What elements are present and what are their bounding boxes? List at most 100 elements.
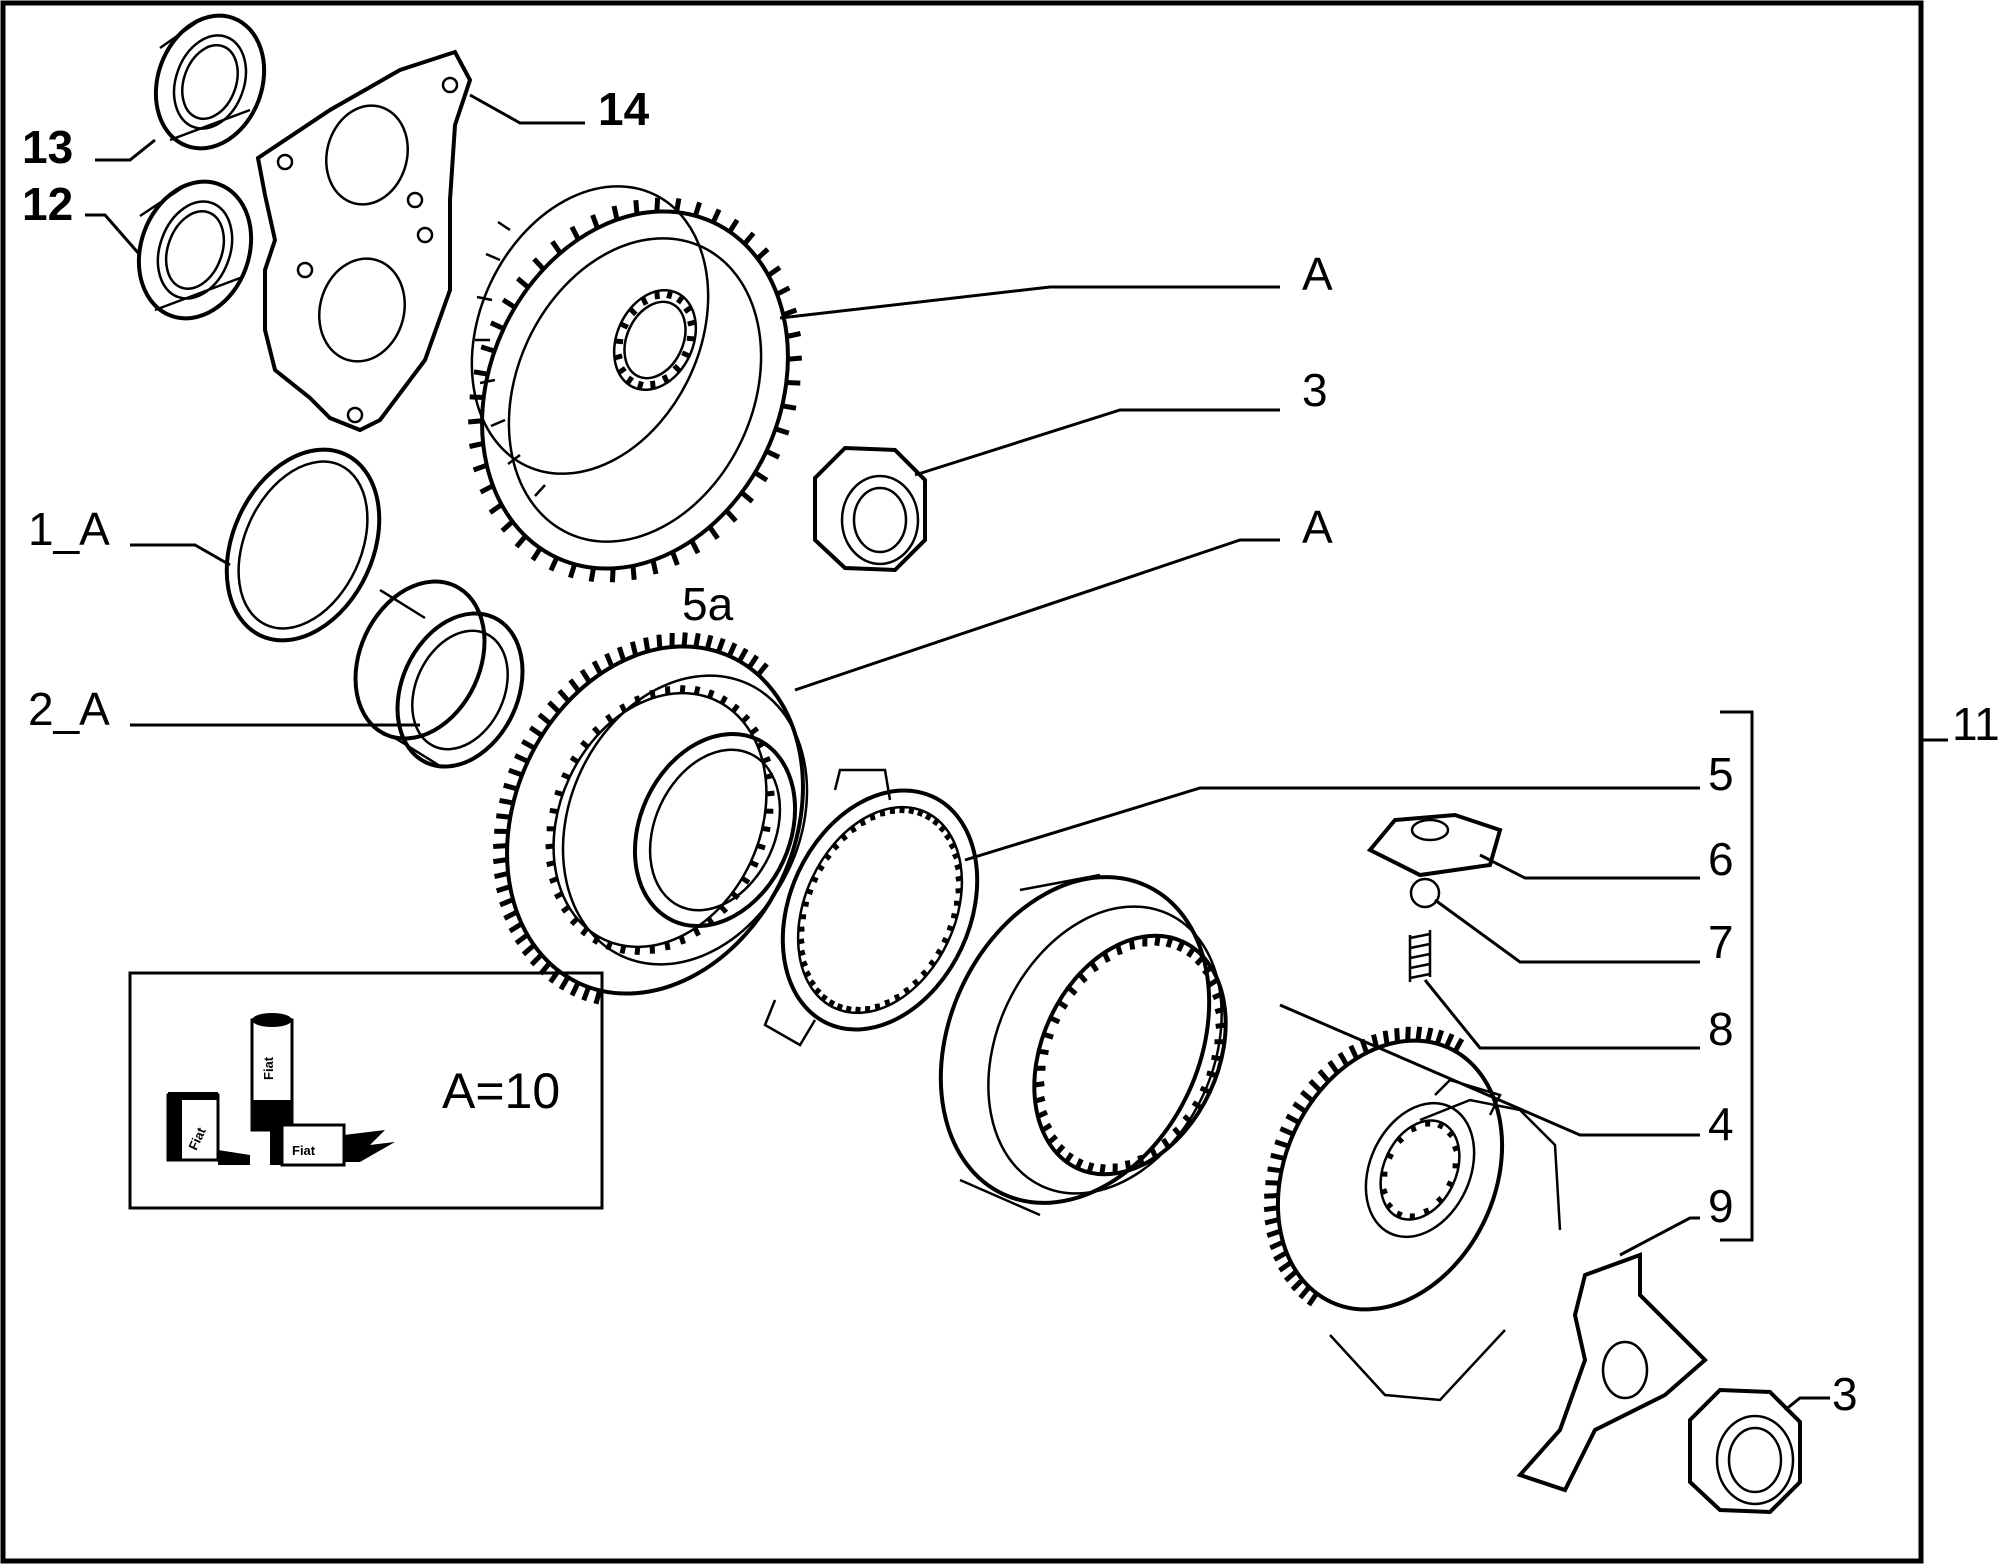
gear-a-top-teeth-tooth — [514, 534, 528, 549]
gear-5a-synchro-teeth-tooth — [706, 916, 715, 927]
sleeve-4-internal-teeth-tooth — [1034, 1095, 1046, 1104]
synchro-ring-5-teeth-tooth — [950, 912, 958, 919]
sleeve-4-internal-teeth-tooth — [1089, 961, 1099, 973]
sleeve-4-internal-teeth-tooth — [1201, 965, 1213, 976]
gear-5a-synchro-teeth-tooth — [634, 695, 642, 705]
synchro-ring-5-teeth-tooth — [828, 999, 836, 1007]
gear-a-top-teeth-tooth — [550, 240, 563, 255]
sleeve-4-internal-teeth-tooth — [1066, 985, 1078, 996]
hub-gear-spline-tooth — [1435, 1196, 1444, 1204]
gear-a-top-teeth-tooth — [755, 247, 770, 261]
gear-5a-synchro-teeth-tooth — [764, 772, 774, 780]
label-a-top: A — [1302, 248, 1333, 300]
gear-a-top-teeth-tooth — [588, 567, 596, 583]
fiat-brand-can: Fiat — [261, 1056, 276, 1080]
hub-gear-teeth-tooth — [1425, 1027, 1434, 1043]
gear-5a-teeth-tooth — [493, 870, 509, 879]
gear-a-top-spline-tooth — [666, 290, 674, 300]
synchro-ring-5-teeth-tooth — [797, 938, 805, 945]
sleeve-4-internal-teeth-tooth — [1149, 1147, 1158, 1159]
ring-1a — [224, 447, 382, 643]
sleeve-4-internal-teeth-tooth — [1194, 955, 1206, 966]
gear-a-top-teeth-tooth — [489, 320, 505, 331]
gear-a-top-teeth-tooth — [782, 307, 798, 318]
hub-gear-teeth-tooth — [1273, 1250, 1288, 1262]
ball-7 — [1409, 877, 1441, 909]
gear-5a-synchro-teeth-tooth — [554, 789, 564, 797]
gear-a-top-teeth-tooth — [590, 214, 600, 229]
gear-a-top-teeth-tooth — [774, 426, 790, 436]
label-6: 6 — [1708, 833, 1734, 885]
sleeve-4 — [938, 873, 1228, 1217]
gear-5a-teeth-tooth — [579, 668, 592, 684]
synchro-ring-5-teeth-tooth — [916, 809, 924, 817]
gear-a-top-teeth — [467, 197, 803, 583]
synchro-ring-5-teeth-tooth — [955, 875, 963, 882]
synchro-ring-5-teeth-tooth — [938, 824, 947, 833]
hub-gear-spline-tooth — [1396, 1136, 1405, 1144]
gear-5a-synchro-teeth-tooth — [719, 904, 729, 915]
gear-5a-synchro-teeth-tooth — [678, 935, 686, 945]
sleeve-4-internal-teeth-tooth — [1099, 1163, 1106, 1175]
label-3-bottom: 3 — [1832, 1368, 1858, 1420]
gear-a-top-spline-tooth — [650, 380, 656, 390]
gear-a-top-teeth-tooth — [781, 403, 797, 411]
synchro-ring-5-teeth-tooth — [820, 993, 828, 1002]
gear-5a-synchro-teeth-tooth — [580, 927, 589, 937]
hub-gear-spline-tooth — [1446, 1180, 1454, 1188]
gear-5a-teeth-tooth — [508, 921, 524, 934]
sleeve-4-internal-teeth-tooth — [1047, 1134, 1059, 1145]
gear-a-top-spline-tooth — [681, 350, 691, 359]
label-8: 8 — [1708, 1003, 1734, 1055]
gear-a-top-spline-tooth — [675, 294, 685, 305]
gear-a-top-teeth-tooth — [765, 449, 781, 460]
gear-5a-synchro-teeth-tooth — [580, 739, 590, 749]
gear-a-top-teeth-tooth — [740, 490, 755, 504]
gear-5a-teeth — [492, 632, 769, 1005]
hub-gear-spline — [1380, 1120, 1460, 1220]
sleeve-4-internal-teeth-tooth — [1036, 1109, 1049, 1119]
sleeve-4-internal-teeth-tooth — [1165, 936, 1174, 948]
gear-a-top-teeth-tooth — [479, 483, 495, 495]
synchro-ring-5-teeth-tooth — [954, 863, 962, 871]
gear-5a-synchro-teeth-tooth — [707, 689, 715, 699]
gear-5a-synchro-teeth-tooth — [741, 713, 751, 724]
gear-a-top-teeth-tooth — [488, 502, 504, 515]
sleeve-4-internal-teeth-tooth — [1124, 1160, 1132, 1171]
synchro-ring-5-teeth-tooth — [879, 810, 886, 817]
gear-5a-teeth-tooth — [503, 782, 518, 792]
gear-a-top-teeth-tooth — [650, 559, 659, 575]
gear-5a-synchro-teeth-tooth — [545, 843, 554, 850]
hub-gear-teeth-tooth — [1382, 1030, 1390, 1045]
gear-5a-synchro-teeth — [545, 684, 775, 956]
gear-a-top-teeth-tooth — [630, 565, 637, 581]
gear-5a-synchro-teeth-tooth — [619, 945, 627, 955]
gear-5a-teeth-tooth — [593, 989, 603, 1005]
sleeve-4-internal-teeth-tooth — [1041, 1122, 1053, 1133]
hub-gear-teeth-tooth — [1285, 1113, 1301, 1125]
hub-gear-teeth-tooth — [1444, 1033, 1455, 1048]
gear-5a-synchro-teeth-tooth — [548, 876, 559, 884]
gear-a-top-teeth-tooth — [753, 470, 769, 483]
gear-5a-teeth-tooth — [568, 678, 581, 693]
gear-5a-teeth-tooth — [693, 632, 701, 648]
sleeve-4-internal-teeth-tooth — [1102, 951, 1111, 963]
gear-a-top-teeth-tooth — [501, 297, 517, 310]
hub-gear-spline-tooth — [1410, 1125, 1417, 1133]
synchro-ring-5-teeth-tooth — [840, 833, 849, 842]
bearing-13 — [153, 13, 267, 151]
hub-gear-teeth-tooth — [1415, 1026, 1423, 1041]
gear-a-top-teeth-tooth — [473, 369, 489, 377]
gear-5a-teeth-tooth — [656, 634, 663, 649]
synchro-ring-5 — [763, 768, 980, 1047]
sleeve-4-internal-teeth-tooth — [1207, 977, 1219, 988]
sleeve-4-internal-teeth-tooth — [1211, 1054, 1222, 1062]
hub-gear-teeth-tooth — [1267, 1166, 1282, 1174]
labels: 13 12 14 A 3 A 1_A 5a 2_A 5 11 6 7 8 4 9… — [22, 83, 2000, 1420]
synchro-ring-5-teeth-tooth — [849, 825, 857, 834]
hub-gear-teeth-tooth — [1263, 1205, 1279, 1213]
gear-5a-teeth-tooth — [616, 646, 627, 662]
gear-5a-teeth-tooth — [643, 637, 651, 652]
gear-5a-synchro-teeth-tooth — [679, 684, 686, 694]
